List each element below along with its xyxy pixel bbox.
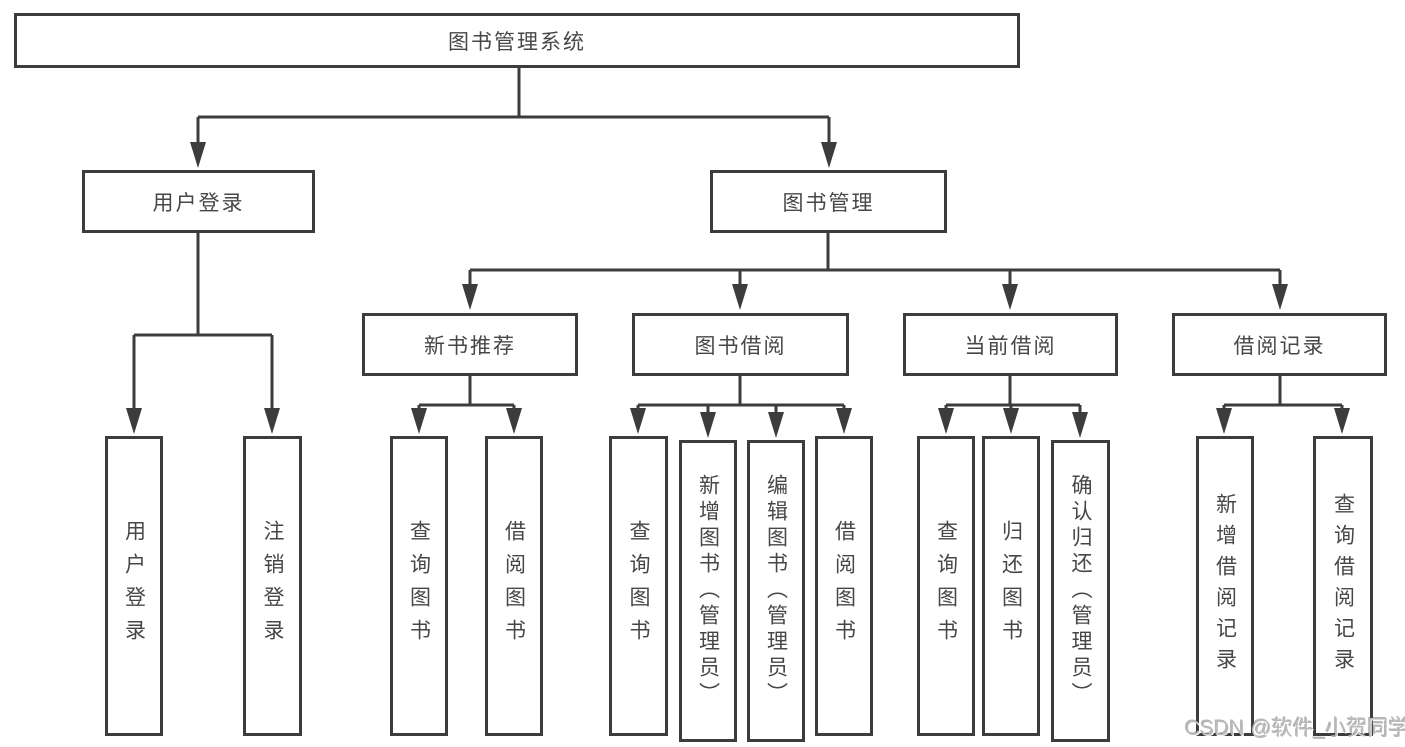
- leaf-edit-book-admin: 编辑图书（管理员）: [747, 440, 805, 742]
- leaf-label: 查询图书: [627, 520, 650, 652]
- leaf-add-borrow-record: 新增借阅记录: [1196, 436, 1254, 736]
- node-new-book-recommend: 新书推荐: [362, 313, 578, 376]
- node-current-borrow: 当前借阅: [903, 313, 1118, 376]
- csdn-watermark: CSDN @软件_小贺同学: [1185, 717, 1405, 740]
- leaf-label: 新增借阅记录: [1213, 493, 1237, 679]
- node-label: 当前借阅: [964, 334, 1057, 358]
- node-label: 图书管理: [782, 191, 875, 215]
- leaf-label: 归还图书: [999, 520, 1023, 652]
- leaf-borrow-book-recommend: 借阅图书: [485, 436, 543, 736]
- node-book-borrow: 图书借阅: [632, 313, 849, 376]
- leaf-user-login: 用户登录: [105, 436, 163, 736]
- node-library-system: 图书管理系统: [14, 13, 1020, 68]
- leaf-label: 借阅图书: [502, 520, 526, 652]
- node-borrow-records: 借阅记录: [1172, 313, 1387, 376]
- leaf-label: 确认归还（管理员）: [1069, 474, 1092, 708]
- leaf-query-borrow-record: 查询借阅记录: [1313, 436, 1373, 736]
- leaf-label: 新增图书（管理员）: [696, 474, 720, 708]
- leaf-return-book: 归还图书: [982, 436, 1040, 736]
- leaf-add-book-admin: 新增图书（管理员）: [679, 440, 737, 742]
- node-user-login: 用户登录: [82, 170, 315, 233]
- node-label: 用户登录: [152, 191, 245, 215]
- leaf-label: 编辑图书（管理员）: [764, 474, 788, 708]
- leaf-label: 借阅图书: [832, 520, 856, 652]
- node-label: 图书管理系统: [448, 30, 586, 54]
- leaf-label: 查询图书: [934, 520, 958, 652]
- leaf-label: 注销登录: [261, 520, 284, 652]
- leaf-label: 查询图书: [407, 520, 431, 652]
- leaf-logout: 注销登录: [243, 436, 302, 736]
- node-book-management: 图书管理: [710, 170, 947, 233]
- leaf-borrow-book: 借阅图书: [815, 436, 873, 736]
- leaf-query-book-current: 查询图书: [917, 436, 975, 736]
- leaf-confirm-return-admin: 确认归还（管理员）: [1051, 440, 1110, 742]
- node-label: 新书推荐: [424, 334, 516, 358]
- leaf-label: 查询借阅记录: [1331, 493, 1355, 679]
- leaf-query-book-recommend: 查询图书: [390, 436, 448, 736]
- leaf-label: 用户登录: [122, 520, 146, 652]
- leaf-query-book-borrow: 查询图书: [609, 436, 668, 736]
- node-label: 图书借阅: [694, 334, 787, 358]
- node-label: 借阅记录: [1233, 334, 1326, 358]
